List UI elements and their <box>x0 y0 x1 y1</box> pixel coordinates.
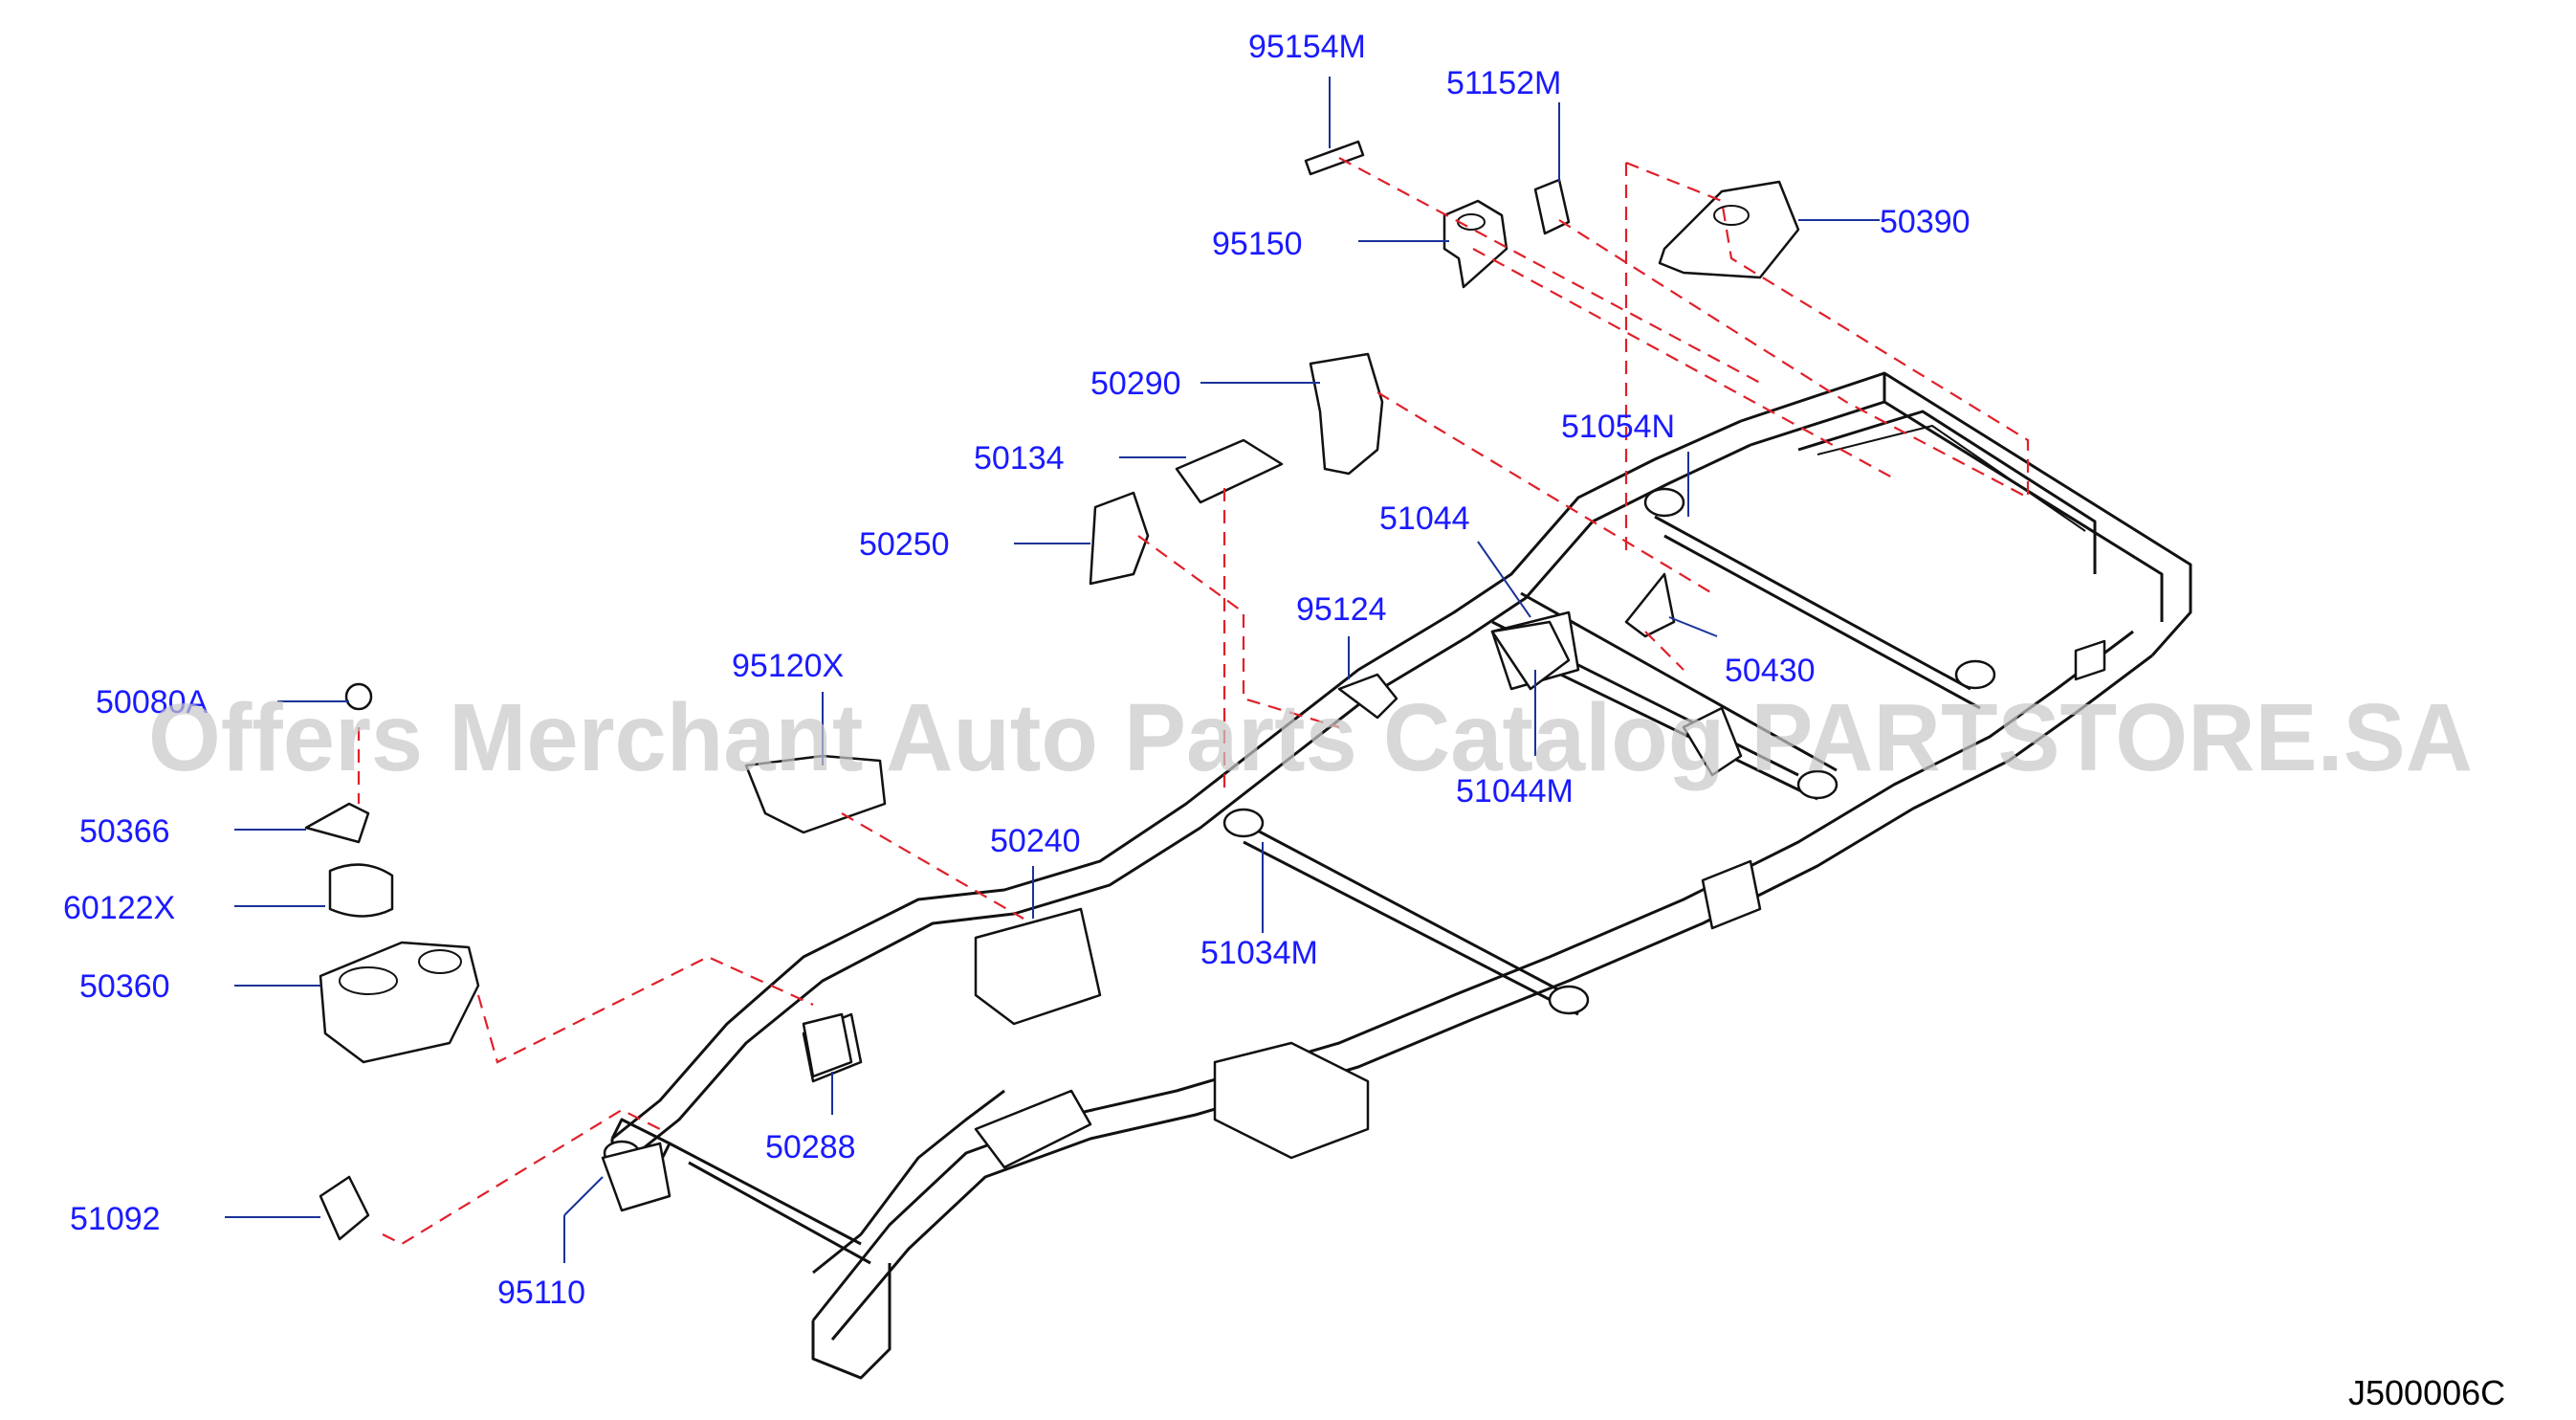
part-60122X-shape <box>328 863 394 918</box>
part-50366-shape <box>304 802 370 844</box>
label-95150[interactable]: 95150 <box>1212 226 1303 262</box>
label-95120X[interactable]: 95120X <box>732 648 844 684</box>
assembly-guide-lines <box>357 157 2030 1246</box>
leader-lines <box>225 77 1880 1263</box>
label-50360[interactable]: 50360 <box>79 968 170 1005</box>
part-labels: 95154M 51152M 95150 50390 50290 50134 51… <box>63 29 1971 1311</box>
exploded-parts <box>304 140 1800 1241</box>
label-95110[interactable]: 95110 <box>497 1275 585 1311</box>
diagram-reference-code: J500006C <box>2348 1373 2505 1412</box>
part-50250-shape <box>1089 491 1150 586</box>
label-51034M[interactable]: 51034M <box>1200 935 1318 971</box>
label-95124[interactable]: 95124 <box>1296 591 1387 628</box>
label-50290[interactable]: 50290 <box>1090 366 1181 402</box>
part-51092-shape <box>319 1175 370 1241</box>
label-50390[interactable]: 50390 <box>1880 204 1971 240</box>
part-51152M-shape <box>1533 178 1571 235</box>
label-50288[interactable]: 50288 <box>765 1129 856 1165</box>
part-51044-shape <box>1490 620 1571 691</box>
part-50430-shape <box>1624 572 1676 638</box>
part-50134-shape <box>1175 438 1284 504</box>
part-51044M-shape <box>1682 706 1743 777</box>
label-50080A[interactable]: 50080A <box>96 684 209 721</box>
part-50360-shape <box>319 941 480 1064</box>
label-51044[interactable]: 51044 <box>1379 500 1470 537</box>
part-95154M-shape <box>1304 140 1365 176</box>
label-51044M[interactable]: 51044M <box>1456 773 1574 810</box>
label-51152M[interactable]: 51152M <box>1446 65 1561 101</box>
part-95124-shape <box>1337 673 1398 720</box>
label-50250[interactable]: 50250 <box>859 526 950 563</box>
label-95154M[interactable]: 95154M <box>1248 29 1366 65</box>
label-50240[interactable]: 50240 <box>990 823 1081 859</box>
label-60122X[interactable]: 60122X <box>63 890 175 926</box>
part-95110-shape <box>601 1142 672 1212</box>
part-50390-shape <box>1658 180 1800 279</box>
part-50290-shape <box>1309 352 1384 476</box>
label-51092[interactable]: 51092 <box>70 1201 161 1237</box>
part-50288-shape <box>802 1012 853 1078</box>
label-50134[interactable]: 50134 <box>974 440 1065 477</box>
label-51054N[interactable]: 51054N <box>1561 409 1675 445</box>
part-50080A-shape <box>344 682 373 711</box>
watermark-text: Offers Merchant Auto Parts Catalog PARTS… <box>148 684 2473 791</box>
label-50430[interactable]: 50430 <box>1725 653 1816 689</box>
label-50366[interactable]: 50366 <box>79 813 170 850</box>
part-50240-shape <box>974 907 1102 1026</box>
